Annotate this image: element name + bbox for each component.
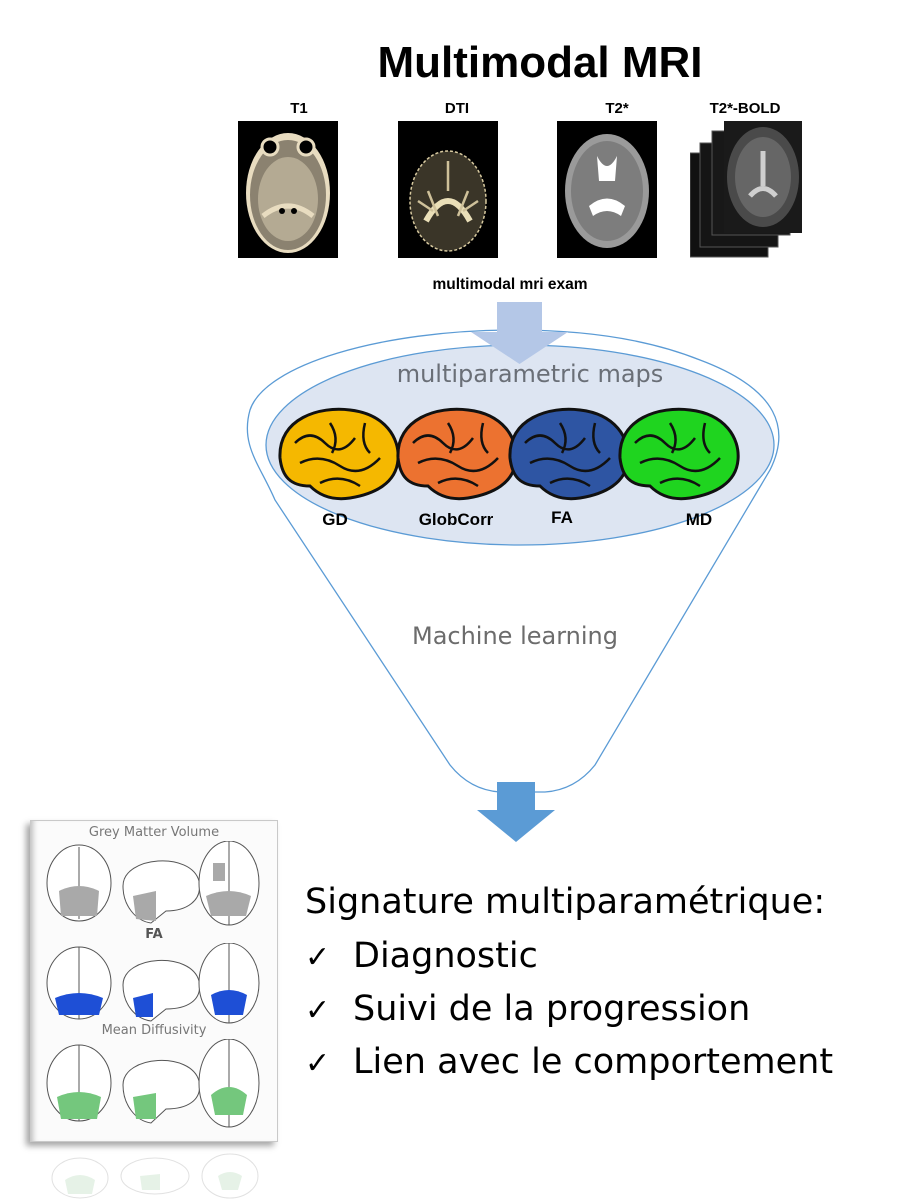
modality-label-t2star: T2* (605, 100, 629, 117)
signature-heading: Signature multiparamétrique: (305, 882, 826, 922)
brain-icon-fa (508, 407, 630, 501)
panel-title-gmv: Grey Matter Volume (88, 825, 220, 840)
results-panel: Grey Matter Volume FA Mean Diffusivity (30, 820, 278, 1142)
diagram-title: Multimodal MRI (377, 38, 703, 87)
brain-icon-md (618, 407, 740, 501)
brain-maps (278, 407, 740, 501)
panel-reflection (51, 1153, 259, 1199)
signature-item-diagnostic: ✓ Diagnostic (305, 936, 538, 976)
modality-label-t2star-bold: T2*-BOLD (709, 100, 781, 117)
machine-learning-caption: Machine learning (411, 622, 618, 650)
map-label-fa: FA (551, 508, 573, 527)
md-brain-views (46, 1039, 260, 1128)
maps-caption: multiparametric maps (396, 360, 664, 388)
dti-scan-image (398, 121, 498, 258)
signature-item-label: Lien avec le comportement (353, 1042, 834, 1082)
signature-item-progression: ✓ Suivi de la progression (305, 989, 750, 1029)
map-label-gd: GD (322, 510, 348, 529)
modality-label-t1: T1 (290, 100, 308, 117)
brain-icon-globcorr (396, 407, 518, 501)
t2star-bold-scan-stack (690, 121, 802, 258)
fa-brain-views (46, 943, 260, 1024)
arrow-down-icon-bottom (477, 782, 555, 842)
signature-item-label: Diagnostic (353, 936, 538, 976)
t1-scan-image (238, 121, 338, 258)
map-label-md: MD (685, 510, 713, 529)
checkmark-icon: ✓ (305, 1046, 331, 1081)
gmv-brain-views (46, 841, 260, 926)
signature-item-label: Suivi de la progression (353, 989, 751, 1029)
checkmark-icon: ✓ (305, 993, 331, 1028)
map-label-globcorr: GlobCorr (418, 510, 494, 529)
panel-title-md: Mean Diffusivity (101, 1023, 207, 1038)
modality-label-dti: DTI (444, 100, 470, 117)
signature-item-behavior: ✓ Lien avec le comportement (305, 1042, 833, 1082)
t2star-scan-image (557, 121, 657, 258)
panel-title-fa: FA (145, 927, 163, 942)
exam-caption: multimodal mri exam (432, 276, 588, 293)
checkmark-icon: ✓ (305, 940, 331, 975)
arrow-down-icon-top (471, 302, 568, 364)
brain-icon-gd (278, 407, 400, 501)
